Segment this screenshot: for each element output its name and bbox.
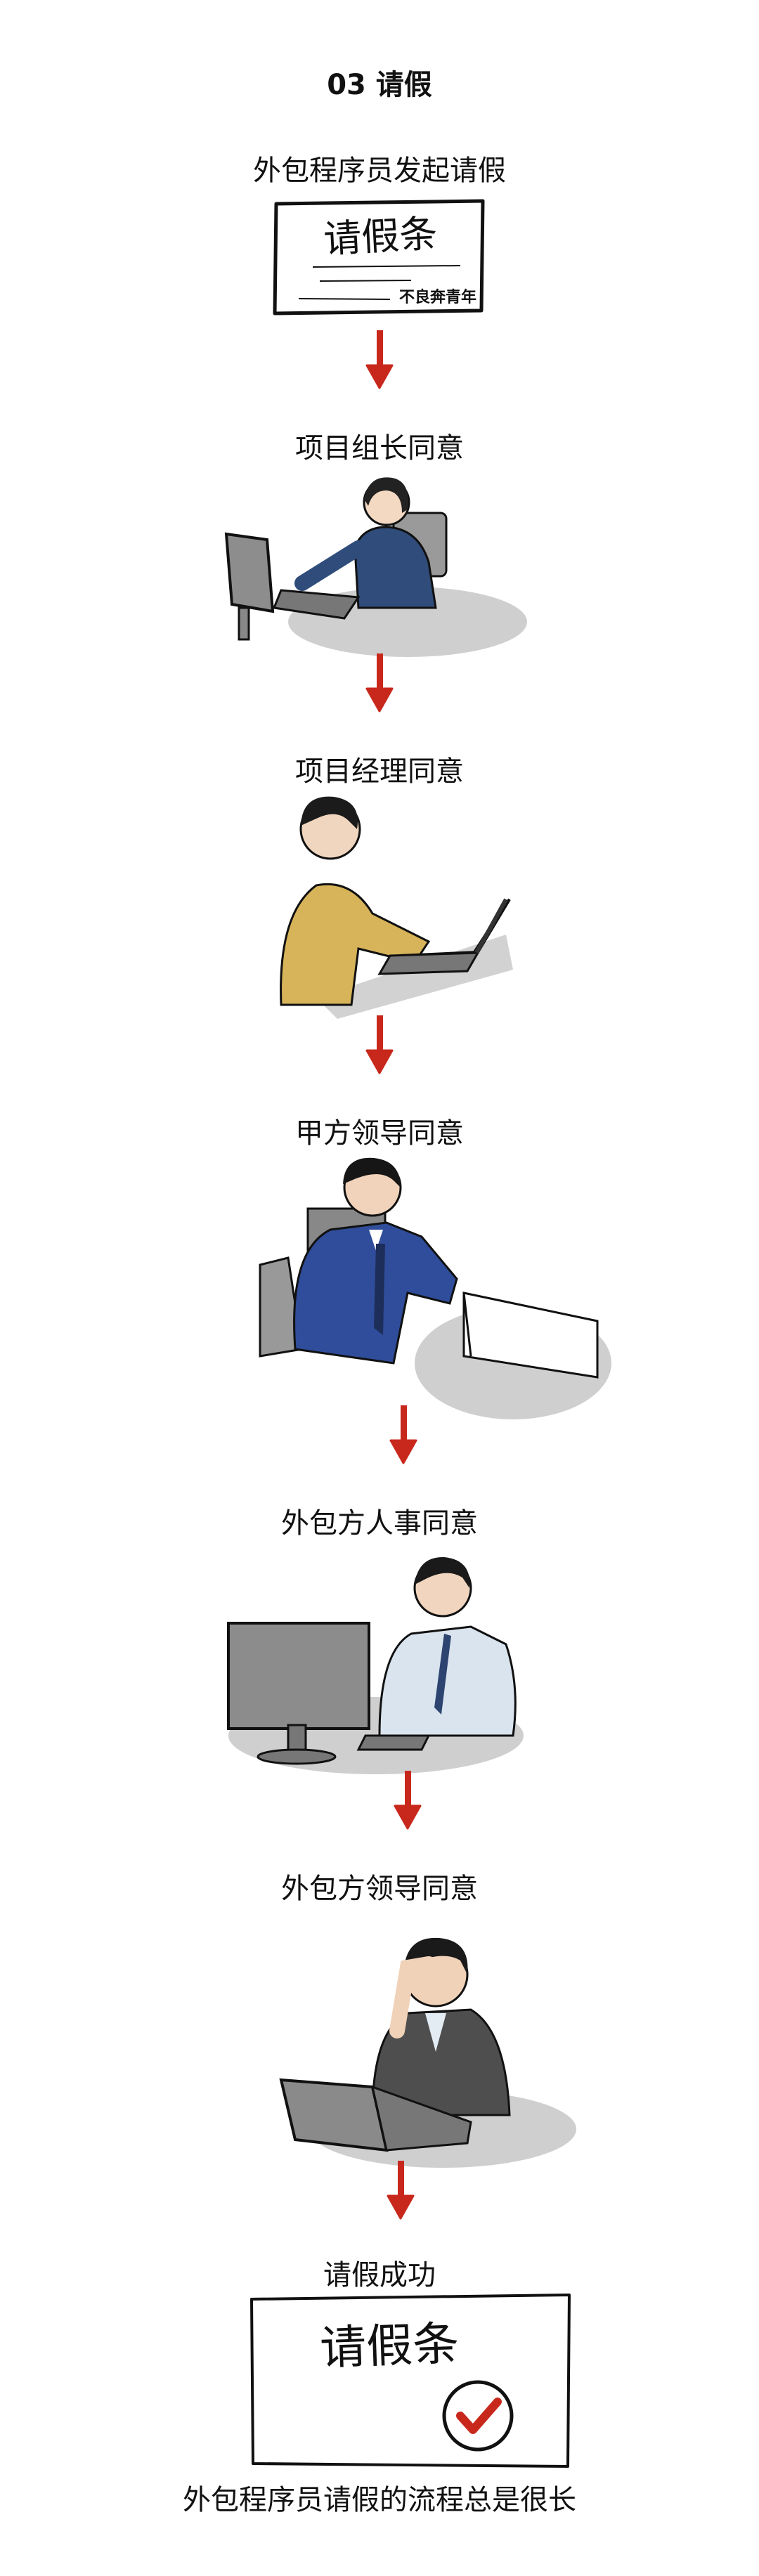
arrow-down-icon — [365, 330, 394, 389]
step-label-project-manager: 项目经理同意 — [295, 755, 464, 788]
arrow-down-icon — [389, 1405, 417, 1464]
step-label-success: 请假成功 — [323, 2259, 436, 2291]
step-label-client-leader: 甲方领导同意 — [295, 1117, 464, 1150]
leave-note-illustration — [273, 199, 485, 316]
step-label-vendor-hr: 外包方人事同意 — [281, 1507, 478, 1540]
leave-note-signature: 不良奔青年 — [399, 288, 477, 306]
project-manager-illustration — [280, 796, 513, 1019]
arrow-down-icon — [365, 1015, 394, 1074]
vendor-hr-illustration — [227, 1556, 524, 1774]
client-leader-illustration — [259, 1157, 611, 1419]
approved-note-heading: 请假条 — [318, 2316, 460, 2376]
step-label-team-leader: 项目组长同意 — [295, 432, 464, 464]
vendor-leader-illustration — [279, 1937, 576, 2168]
arrow-down-icon — [365, 653, 394, 713]
page-title: 03 请假 — [327, 69, 432, 101]
check-icon — [456, 2398, 502, 2434]
approved-note-illustration — [250, 2294, 571, 2468]
team-leader-illustration — [224, 477, 527, 657]
leave-note-heading: 请假条 — [322, 211, 439, 262]
footer-caption: 外包程序员请假的流程总是很长 — [183, 2484, 576, 2516]
step-label-vendor-leader: 外包方领导同意 — [281, 1873, 478, 1905]
arrow-down-icon — [394, 1771, 422, 1830]
arrow-down-icon — [387, 2161, 415, 2220]
step-label-request: 外包程序员发起请假 — [253, 155, 506, 187]
